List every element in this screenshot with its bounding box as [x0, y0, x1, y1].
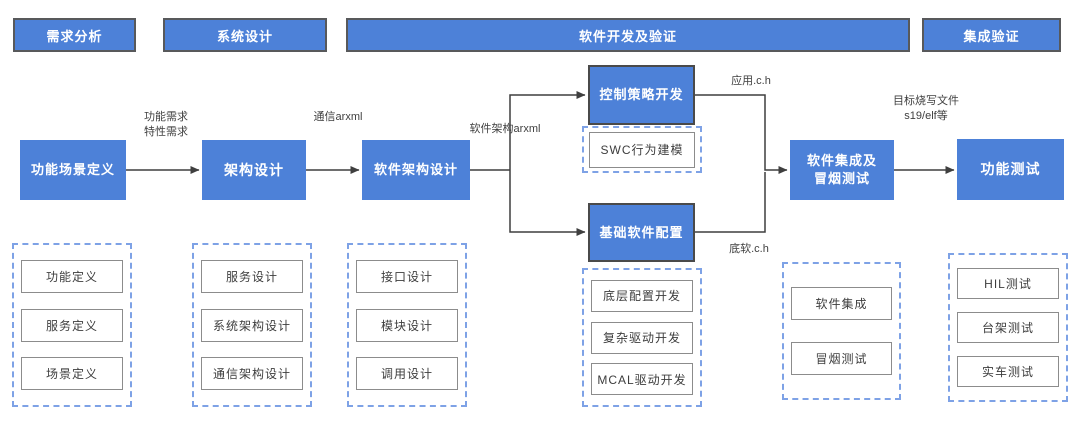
- item-interface-design: 接口设计: [356, 260, 458, 294]
- flow-box-architecture-design: 架构设计: [202, 140, 306, 200]
- edge-label-communication-arxml: 通信arxml: [313, 111, 363, 123]
- edge-label-software-architecture-arxml: 软件架构arxml: [469, 123, 541, 135]
- item-call-design: 调用设计: [356, 356, 458, 390]
- group-architecture-items: 服务设计 系统架构设计 通信架构设计: [192, 243, 312, 407]
- group-integration-smoke-items: 软件集成 冒烟测试: [782, 262, 901, 400]
- flow-box-control-strategy-development: 控制策略开发: [588, 65, 695, 125]
- group-functional-scenario-items: 功能定义 服务定义 场景定义: [12, 243, 132, 407]
- item-real-vehicle-test: 实车测试: [957, 356, 1059, 387]
- edge-split-to-control-strategy: [509, 91, 586, 170]
- group-function-test-items: HIL测试 台架测试 实车测试: [948, 253, 1068, 402]
- edge-label-functional-requirements: 功能需求 特性需求: [144, 111, 188, 139]
- flow-box-software-integration-smoke-test: 软件集成及 冒烟测试: [790, 140, 894, 200]
- edge-label-base-software-ch: 底软.c.h: [729, 243, 769, 255]
- item-system-architecture-design: 系统架构设计: [201, 308, 303, 342]
- flow-box-basic-software-configuration: 基础软件配置: [588, 203, 695, 262]
- item-software-integration: 软件集成: [791, 286, 892, 320]
- item-bench-test: 台架测试: [957, 312, 1059, 343]
- item-smoke-test: 冒烟测试: [791, 342, 892, 376]
- item-function-definition: 功能定义: [21, 260, 123, 294]
- edge-label-application-ch: 应用.c.h: [731, 75, 771, 87]
- flow-box-software-architecture-design: 软件架构设计: [362, 140, 470, 200]
- item-service-design: 服务设计: [201, 260, 303, 294]
- phase-bar-software-dev-verification: 软件开发及验证: [346, 18, 910, 52]
- swc-behavior-modeling-group: SWC行为建模: [582, 126, 702, 173]
- flow-box-functional-scenario-definition: 功能场景定义: [20, 140, 126, 200]
- item-low-level-config-development: 底层配置开发: [591, 279, 693, 312]
- edge-basic-to-integration: [695, 172, 766, 233]
- phase-bar-requirements-analysis: 需求分析: [13, 18, 136, 52]
- item-communication-architecture-design: 通信架构设计: [201, 356, 303, 390]
- item-hil-test: HIL测试: [957, 268, 1059, 299]
- item-service-definition: 服务定义: [21, 308, 123, 342]
- edge-control-to-integration: [695, 94, 788, 174]
- flow-box-function-test: 功能测试: [957, 139, 1064, 200]
- swc-behavior-modeling-box: SWC行为建模: [589, 131, 695, 168]
- item-mcal-driver-development: MCAL驱动开发: [591, 363, 693, 396]
- item-complex-driver-development: 复杂驱动开发: [591, 321, 693, 354]
- phase-bar-system-design: 系统设计: [163, 18, 327, 52]
- phase-bar-integration-verification: 集成验证: [922, 18, 1061, 52]
- edge-split-to-basic-software: [509, 170, 586, 236]
- item-module-design: 模块设计: [356, 308, 458, 342]
- edge-label-target-flash-file: 目标烧写文件 s19/elf等: [893, 95, 959, 123]
- item-scenario-definition: 场景定义: [21, 356, 123, 390]
- group-basic-software-items: 底层配置开发 复杂驱动开发 MCAL驱动开发: [582, 268, 702, 407]
- group-software-architecture-items: 接口设计 模块设计 调用设计: [347, 243, 467, 407]
